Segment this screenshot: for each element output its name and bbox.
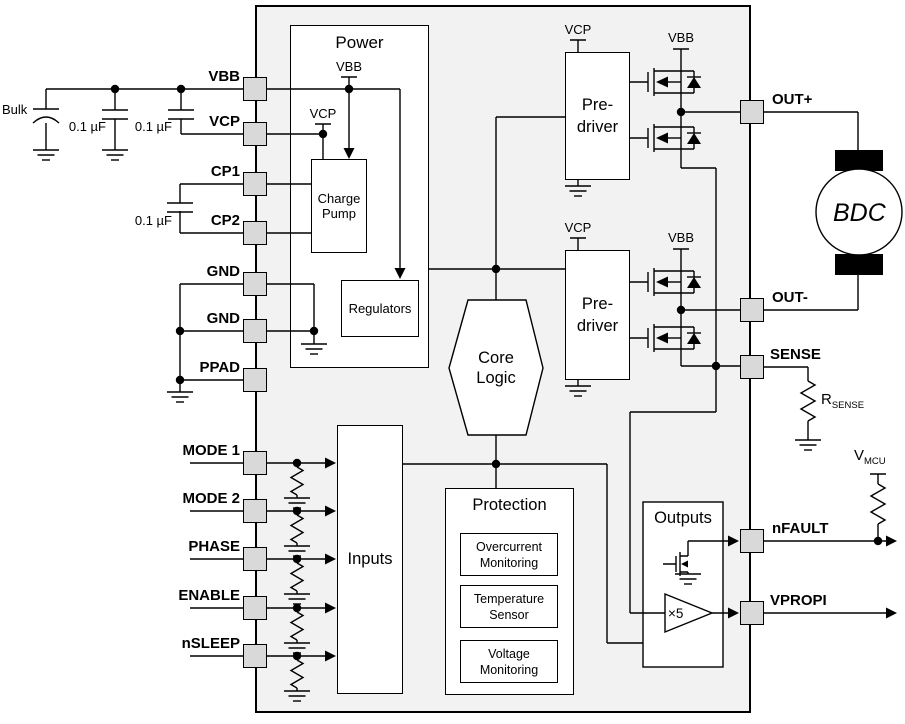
pin-label-nfault: nFAULT bbox=[772, 520, 829, 537]
predriver-bottom-block: Pre-driver bbox=[565, 250, 630, 380]
pin-label-nsleep: nSLEEP bbox=[181, 635, 240, 652]
arrow-icon bbox=[886, 535, 897, 547]
pin-nsleep bbox=[243, 644, 267, 668]
pin-gnd-2 bbox=[243, 319, 267, 343]
charge-pump-block: Charge Pump bbox=[311, 159, 367, 253]
regulators-label: Regulators bbox=[348, 301, 412, 316]
pin-label-sense: SENSE bbox=[770, 346, 821, 363]
bridge-bottom-vbb-label: VBB bbox=[667, 230, 694, 245]
predriver-bottom-vcp-label: VCP bbox=[564, 220, 592, 235]
protection-block-title: Protection bbox=[472, 496, 547, 514]
capacitor-icon bbox=[166, 202, 194, 213]
pin-enable bbox=[243, 596, 267, 620]
pin-out-minus bbox=[740, 298, 764, 322]
pin-nfault bbox=[740, 529, 764, 553]
pin-label-vpropi: VPROPI bbox=[770, 592, 827, 609]
sense-resistor-icon bbox=[800, 380, 816, 422]
power-vcp-terminal-label: VCP bbox=[309, 106, 337, 121]
pin-label-cp1: CP1 bbox=[210, 163, 240, 180]
pin-label-ppad: PPAD bbox=[199, 359, 240, 376]
ground-icon bbox=[794, 439, 822, 451]
pin-label-gnd-2: GND bbox=[206, 310, 240, 327]
core-logic-label: Core Logic bbox=[476, 349, 516, 387]
pin-vcp bbox=[243, 122, 267, 146]
ground-icon bbox=[101, 149, 129, 161]
ground-icon bbox=[166, 391, 194, 403]
pin-cp2 bbox=[243, 221, 267, 245]
predriver-top-vcp-label: VCP bbox=[564, 22, 592, 37]
bulk-cap-label: Bulk bbox=[2, 102, 28, 117]
regulators-block: Regulators bbox=[341, 280, 419, 337]
motor-brush-top-icon bbox=[835, 150, 883, 171]
motor-brush-bottom-icon bbox=[835, 254, 883, 275]
inputs-block: Inputs bbox=[337, 425, 403, 694]
cap-cp-value: 0.1 µF bbox=[134, 213, 172, 228]
pin-gnd-1 bbox=[243, 272, 267, 296]
pin-cp1 bbox=[243, 172, 267, 196]
pin-label-gnd-1: GND bbox=[206, 263, 240, 280]
pin-out-plus bbox=[740, 100, 764, 124]
pin-mode2 bbox=[243, 499, 267, 523]
pin-label-vbb: VBB bbox=[208, 68, 240, 85]
pin-label-out-plus: OUT+ bbox=[772, 91, 813, 108]
predriver-bottom-label: Pre-driver bbox=[576, 295, 619, 335]
arrow-icon bbox=[886, 607, 897, 619]
predriver-top-label: Pre-driver bbox=[576, 96, 619, 136]
overcurrent-monitoring-box: Overcurrent Monitoring bbox=[460, 533, 558, 576]
amp-gain-label: ×5 bbox=[668, 606, 684, 621]
voltage-monitoring-box: Voltage Monitoring bbox=[460, 640, 558, 683]
temperature-sensor-box: Temperature Sensor bbox=[460, 585, 558, 628]
pin-phase bbox=[243, 547, 267, 571]
pin-vpropi bbox=[740, 601, 764, 625]
inputs-block-label: Inputs bbox=[347, 550, 393, 568]
voltage-monitoring-label: Voltage Monitoring bbox=[479, 646, 539, 677]
r-sense-label: RSENSE bbox=[821, 391, 865, 411]
capacitor-icon bbox=[101, 109, 129, 120]
bridge-top-vbb-label: VBB bbox=[667, 30, 694, 45]
pin-label-out-minus: OUT- bbox=[772, 289, 808, 306]
pin-label-mode1: MODE 1 bbox=[182, 442, 240, 459]
pullup-resistor-icon bbox=[870, 483, 886, 525]
pin-vbb bbox=[243, 77, 267, 101]
ground-icon bbox=[32, 149, 60, 161]
predriver-top-block: Pre-driver bbox=[565, 52, 630, 180]
motor-label: BDC bbox=[833, 199, 886, 227]
pin-ppad bbox=[243, 368, 267, 392]
outputs-block-title: Outputs bbox=[654, 509, 712, 527]
pin-mode1 bbox=[243, 451, 267, 475]
cap-vcp-value: 0.1 µF bbox=[134, 119, 172, 134]
v-mcu-label: VMCU bbox=[854, 447, 886, 467]
temperature-sensor-label: Temperature Sensor bbox=[473, 591, 545, 622]
power-vbb-terminal-label: VBB bbox=[335, 59, 362, 74]
pin-label-phase: PHASE bbox=[188, 538, 240, 555]
external-right-wires bbox=[764, 111, 897, 619]
pin-sense bbox=[740, 355, 764, 379]
overcurrent-monitoring-label: Overcurrent Monitoring bbox=[476, 539, 542, 570]
charge-pump-label: Charge Pump bbox=[317, 191, 361, 221]
pin-label-mode2: MODE 2 bbox=[182, 490, 240, 507]
pin-label-enable: ENABLE bbox=[178, 587, 240, 604]
cap-vbb-value: 0.1 µF bbox=[68, 119, 106, 134]
power-block-title: Power bbox=[335, 33, 384, 52]
